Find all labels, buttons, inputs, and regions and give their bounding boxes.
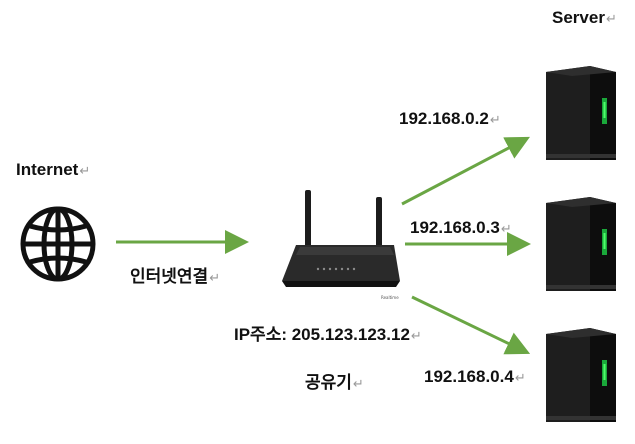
router-to-server-3-arrow xyxy=(412,297,522,350)
router-brand-label: Realtime xyxy=(381,295,399,300)
globe-icon xyxy=(18,204,98,284)
router-label: 공유기↵ xyxy=(305,368,364,393)
internet-connection-label: 인터넷연결↵ xyxy=(130,262,220,287)
server-icon xyxy=(538,62,618,162)
server-2-ip-label: 192.168.0.3↵ xyxy=(410,218,512,238)
server-3-ip-label: 192.168.0.4↵ xyxy=(424,367,526,387)
server-icon xyxy=(538,193,618,293)
ip-address-label: IP주소: 205.123.123.12↵ xyxy=(234,320,422,345)
server-icon xyxy=(538,324,618,424)
router-to-server-1-arrow xyxy=(402,141,522,204)
router-icon: Realtime xyxy=(278,185,402,301)
server-label: Server↵ xyxy=(552,8,617,28)
internet-label: Internet↵ xyxy=(16,160,90,180)
server-1-ip-label: 192.168.0.2↵ xyxy=(399,109,501,129)
